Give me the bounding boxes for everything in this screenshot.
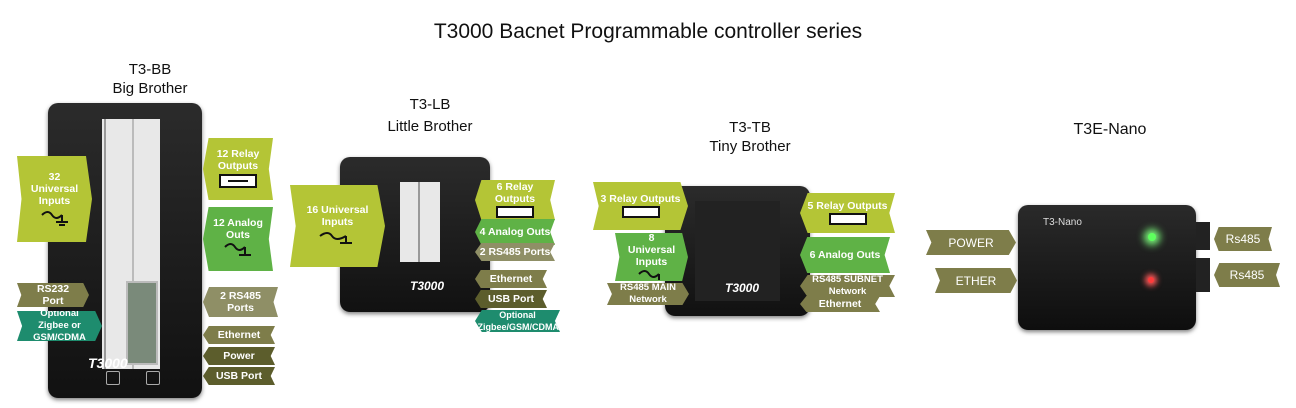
bb-ethernet-tag: Ethernet bbox=[203, 326, 275, 344]
nano-device: T3-Nano bbox=[1018, 205, 1196, 330]
bb-usb-tag: USB Port bbox=[203, 367, 275, 385]
rs485-bottom-connector bbox=[1196, 258, 1210, 292]
tb-product-label: T3-TB Tiny Brother bbox=[680, 118, 820, 156]
sensor-icon bbox=[40, 207, 70, 227]
bb-rs485-label: 2 RS485 Ports bbox=[220, 290, 261, 314]
tb-relay-left-tag: 3 Relay Outputs bbox=[593, 182, 688, 230]
bb-power-label: Power bbox=[223, 350, 255, 362]
lb-analog-tag: 4 Analog Outs bbox=[475, 219, 555, 245]
status-led-icon bbox=[1148, 277, 1154, 283]
lb-terminal-panel bbox=[400, 182, 440, 262]
bb-name: T3-BB bbox=[128, 61, 172, 78]
nano-power-label: POWER bbox=[948, 235, 994, 250]
bb-rs232-tag: RS232 Port bbox=[17, 283, 89, 307]
lb-ethernet-label: Ethernet bbox=[489, 273, 533, 285]
bb-divider bbox=[132, 119, 134, 369]
relay-icon bbox=[218, 172, 258, 190]
nano-ether-label: ETHER bbox=[955, 273, 997, 288]
relay-icon bbox=[621, 205, 661, 219]
tb-rs485-subnet-label: RS485 SUBNET Network bbox=[812, 274, 883, 297]
bb-optional-tag: Optional Zigbee or GSM/CDMA bbox=[17, 311, 102, 341]
tb-device: T3000 bbox=[665, 186, 810, 316]
lb-divider bbox=[418, 182, 420, 262]
lb-ethernet-tag: Ethernet bbox=[475, 270, 547, 288]
nano-rs485-bottom-tag: Rs485 bbox=[1214, 263, 1280, 287]
nano-power-tag: POWER bbox=[926, 230, 1016, 255]
lb-inputs-label: 16 Universal Inputs bbox=[306, 204, 369, 228]
tb-rs485-main-label: RS485 MAIN Network bbox=[620, 282, 676, 305]
lb-relay-tag: 6 Relay Outputs bbox=[475, 180, 555, 220]
tb-name: T3-TB bbox=[729, 119, 771, 136]
sensor-icon bbox=[637, 268, 667, 281]
tb-rs485-main-tag: RS485 MAIN Network bbox=[607, 283, 689, 305]
analog-output-icon bbox=[223, 241, 253, 261]
lb-inputs-tag: 16 Universal Inputs bbox=[290, 185, 385, 267]
tb-relay-right-tag: 5 Relay Outputs bbox=[800, 193, 895, 233]
nano-rs485-top-label: Rs485 bbox=[1225, 232, 1261, 246]
nano-product-name: T3E-Nano bbox=[1073, 121, 1147, 138]
tb-analog-tag: 6 Analog Outs bbox=[800, 237, 890, 273]
bb-inputs-tag: 32 Universal Inputs bbox=[17, 156, 92, 242]
bb-optional-label: Optional Zigbee or GSM/CDMA bbox=[33, 308, 86, 343]
tb-face bbox=[695, 201, 780, 301]
bb-relay-tag: 12 Relay Outputs bbox=[203, 138, 273, 200]
bb-product-label: T3-BB Big Brother bbox=[80, 60, 220, 98]
rs485-top-connector bbox=[1196, 222, 1210, 250]
lb-product-label: T3-LB Little Brother bbox=[360, 95, 500, 136]
nano-rs485-top-tag: Rs485 bbox=[1214, 227, 1272, 251]
bb-right-button bbox=[146, 371, 160, 385]
bb-relay-label: 12 Relay Outputs bbox=[216, 148, 260, 172]
power-led-icon bbox=[1148, 233, 1156, 241]
lb-analog-label: 4 Analog Outs bbox=[479, 226, 551, 238]
bb-divider bbox=[104, 119, 106, 369]
lb-usb-label: USB Port bbox=[487, 293, 535, 305]
bb-inputs-label: 32 Universal Inputs bbox=[30, 171, 79, 207]
bb-ethernet-label: Ethernet bbox=[217, 329, 261, 341]
tb-relay-left-label: 3 Relay Outputs bbox=[600, 193, 681, 205]
bb-brand-logo: T3000 bbox=[88, 355, 128, 371]
lb-brand-logo: T3000 bbox=[410, 279, 445, 293]
tb-relay-right-label: 5 Relay Outputs bbox=[807, 200, 888, 212]
nano-rs485-bottom-label: Rs485 bbox=[1229, 268, 1265, 282]
relay-icon bbox=[828, 212, 868, 226]
tb-inputs-tag: 8 Universal Inputs bbox=[615, 233, 688, 281]
lb-optional-label: Optional Zigbee/GSM/CDMA bbox=[477, 310, 560, 332]
lb-name: T3-LB bbox=[409, 96, 451, 113]
tb-subtitle: Tiny Brother bbox=[709, 138, 791, 155]
bb-subtitle: Big Brother bbox=[112, 80, 188, 97]
bb-usb-label: USB Port bbox=[215, 370, 263, 382]
tb-brand-logo: T3000 bbox=[725, 281, 760, 295]
relay-icon bbox=[495, 205, 535, 219]
bb-rs232-label: RS232 Port bbox=[36, 283, 70, 307]
tb-ethernet-label: Ethernet bbox=[818, 298, 862, 310]
lb-rs485-label: 2 RS485 Ports bbox=[479, 246, 551, 258]
lb-optional-tag: Optional Zigbee/GSM/CDMA bbox=[475, 310, 560, 332]
tb-analog-label: 6 Analog Outs bbox=[809, 249, 881, 261]
nano-ether-tag: ETHER bbox=[935, 268, 1017, 293]
bb-power-tag: Power bbox=[203, 347, 275, 365]
page-title: T3000 Bacnet Programmable controller ser… bbox=[433, 20, 863, 43]
bb-lcd-screen bbox=[126, 281, 158, 365]
bb-rs485-tag: 2 RS485 Ports bbox=[203, 287, 278, 317]
bb-device: T3000 bbox=[48, 103, 202, 398]
bb-analog-tag: 12 Analog Outs bbox=[203, 207, 273, 271]
tb-ethernet-tag: Ethernet bbox=[800, 296, 880, 312]
sensor-icon bbox=[318, 228, 358, 248]
bb-analog-label: 12 Analog Outs bbox=[213, 217, 263, 241]
lb-rs485-tag: 2 RS485 Ports bbox=[475, 243, 555, 261]
bb-left-button bbox=[106, 371, 120, 385]
lb-subtitle: Little Brother bbox=[387, 118, 473, 135]
nano-device-label: T3-Nano bbox=[1043, 217, 1082, 228]
tb-inputs-label: 8 Universal Inputs bbox=[627, 232, 676, 268]
tb-rs485-subnet-tag: RS485 SUBNET Network bbox=[800, 275, 895, 297]
lb-usb-tag: USB Port bbox=[475, 290, 547, 308]
lb-relay-label: 6 Relay Outputs bbox=[494, 181, 536, 205]
